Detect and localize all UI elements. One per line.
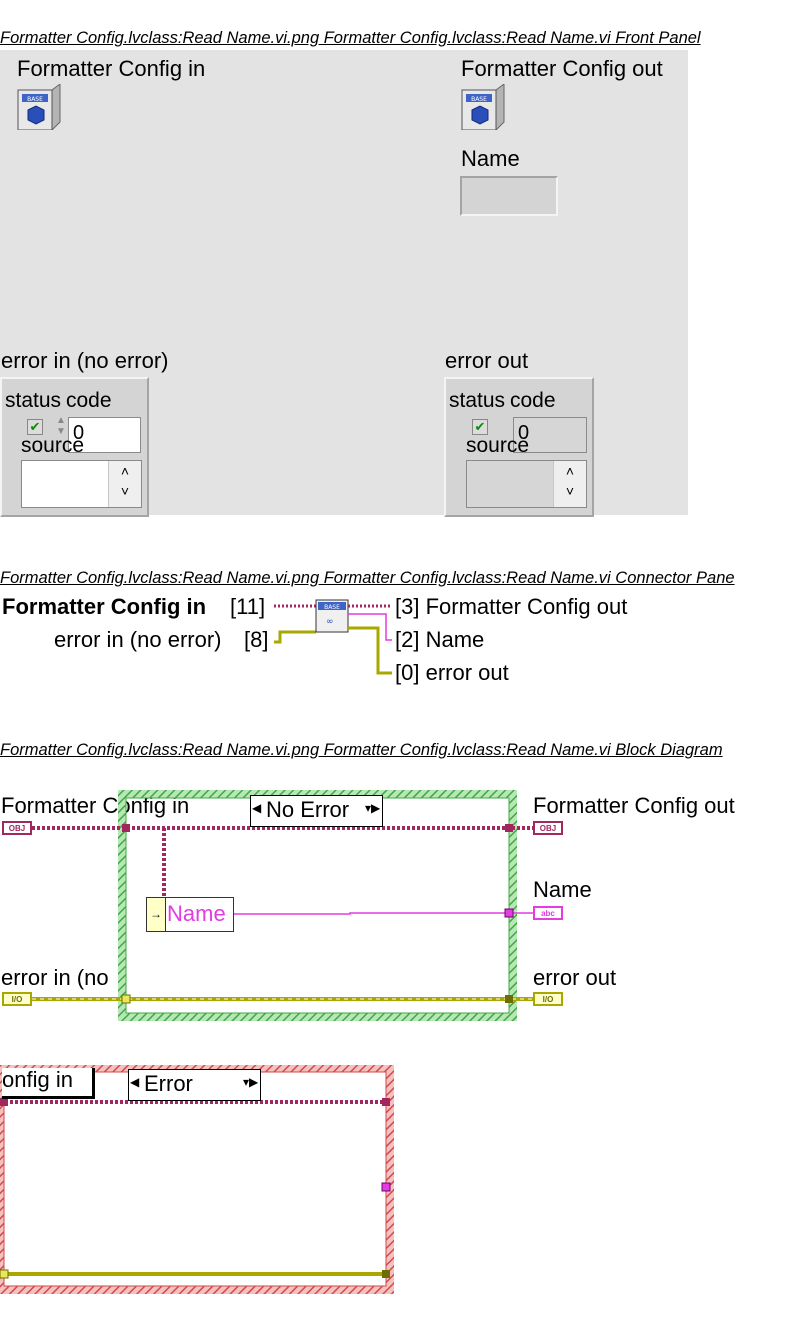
svg-text:∞: ∞ <box>326 617 334 627</box>
class-icon-text-out: BASE <box>471 96 487 103</box>
error-in-source-scrollbar[interactable]: ˄˅ <box>108 461 141 507</box>
error-out-code-label: code <box>510 389 556 412</box>
bd-error-out-terminal[interactable]: I/O <box>533 992 563 1006</box>
error-out-status-label: status <box>449 389 506 412</box>
connector-pane-caption: Formatter Config.lvclass:Read Name.vi.pn… <box>0 569 735 587</box>
unbundle-name-node[interactable]: → Name <box>146 897 234 932</box>
error-case-dropdown-icon[interactable]: ▾▶ <box>243 1075 259 1089</box>
block-diagram-canvas <box>32 790 533 1021</box>
error-out-source-label: source <box>466 434 530 457</box>
name-indicator <box>460 176 558 216</box>
error-in-code-label: code <box>66 389 112 412</box>
case-selector-no-error[interactable]: No Error <box>250 795 383 827</box>
error-out-label: error out <box>445 348 529 373</box>
bd-name-label: Name <box>533 877 592 902</box>
error-in-status-checkbox[interactable]: ✔ <box>27 419 43 435</box>
error-out-source-scrollbar[interactable]: ˄˅ <box>553 461 586 507</box>
cp-input-error-in-index: [8] <box>244 627 269 652</box>
class-icon-text: BASE <box>27 96 43 103</box>
error-in-status-label: status <box>5 389 62 412</box>
cp-input-config-in: Formatter Config in <box>2 594 207 619</box>
block-diagram-caption: Formatter Config.lvclass:Read Name.vi.pn… <box>0 741 723 759</box>
case-selector-error[interactable]: Error <box>128 1069 261 1101</box>
case-dropdown-icon[interactable]: ▾▶ <box>365 801 381 815</box>
error-out-source-indicator: ˄˅ <box>466 460 587 508</box>
name-label: Name <box>461 146 520 171</box>
error-in-code-input[interactable]: 0 <box>68 417 141 453</box>
error-out-code-indicator: 0 <box>513 417 587 453</box>
bd-error-out-label: error out <box>533 965 617 990</box>
error-case-prev-icon[interactable]: ◀ <box>130 1075 140 1089</box>
error-in-source-label: source <box>21 434 85 457</box>
cp-output-config-out: [3] Formatter Config out <box>395 594 628 619</box>
cp-subvi-base-text: BASE <box>324 604 340 611</box>
case-prev-icon[interactable]: ◀ <box>252 801 262 815</box>
connector-pane-wiring: BASE ∞ <box>274 599 392 675</box>
error-case-canvas <box>0 1065 394 1294</box>
bd-name-terminal[interactable]: abc <box>533 906 563 920</box>
bd-config-out-label: Formatter Config out <box>533 793 735 818</box>
config-out-label: Formatter Config out <box>461 56 663 81</box>
bd-error-in-terminal[interactable]: I/O <box>2 992 32 1006</box>
cp-output-error-out: [0] error out <box>395 660 509 685</box>
class-indicator-icon: BASE <box>461 84 505 130</box>
bd-config-out-terminal[interactable]: OBJ <box>533 821 563 835</box>
cp-output-name: [2] Name <box>395 627 485 652</box>
config-in-label: Formatter Config in <box>17 56 206 81</box>
error-in-code-increment-icon[interactable]: ▲▼ <box>56 415 66 437</box>
error-in-label: error in (no error) <box>1 348 169 373</box>
unbundle-name-element: Name <box>167 901 226 926</box>
class-control-icon[interactable]: BASE <box>16 84 62 130</box>
error-in-source-input[interactable]: ˄˅ <box>21 460 142 508</box>
cp-input-config-in-index: [11] <box>230 594 266 619</box>
bd-config-in-terminal[interactable]: OBJ <box>2 821 32 835</box>
error-out-status-led: ✔ <box>472 419 488 435</box>
unbundle-input-arrow-icon: → <box>147 898 166 931</box>
bd-error-in-label: error in (no <box>1 965 109 990</box>
error-case-config-label: onfig in <box>2 1068 95 1099</box>
front-panel-caption: Formatter Config.lvclass:Read Name.vi.pn… <box>0 29 701 47</box>
cp-input-error-in: error in (no error) <box>54 627 222 652</box>
